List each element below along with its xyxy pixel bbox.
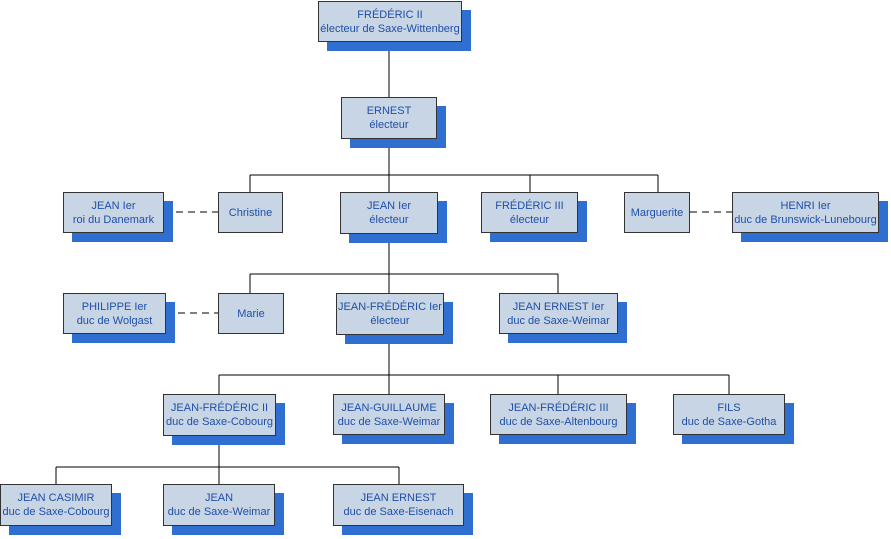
- node-jean-weimar-name: JEAN: [204, 492, 234, 504]
- node-jean-frederic1: JEAN-FRÉDÉRIC Ier électeur: [336, 293, 444, 335]
- node-marie-name: Marie: [237, 307, 265, 320]
- node-henri1-name: HENRI Ier: [780, 199, 831, 212]
- node-jean-frederic3: JEAN-FRÉDÉRIC III duc de Saxe-Altenbourg: [490, 394, 627, 435]
- node-frederic2-title: électeur de Saxe-Wittenberg: [320, 22, 460, 35]
- node-jean-guillaume: JEAN-GUILLAUME duc de Saxe-Weimar: [333, 394, 445, 435]
- node-jean-casimir-title: duc de Saxe-Cobourg: [2, 506, 110, 518]
- node-jean1-electeur-name: JEAN Ier: [366, 200, 411, 212]
- node-christine-name: Christine: [228, 206, 273, 219]
- node-philippe1-name: PHILIPPE Ier: [81, 300, 148, 313]
- node-ernest-title: électeur: [369, 119, 409, 131]
- node-jean-guillaume-name: JEAN-GUILLAUME: [341, 401, 437, 414]
- node-frederic2: FRÉDÉRIC II électeur de Saxe-Wittenberg: [318, 1, 462, 42]
- node-frederic3: FRÉDÉRIC III électeur: [481, 192, 578, 233]
- node-marie: Marie: [218, 293, 284, 334]
- node-jean-frederic2-title: duc de Saxe-Cobourg: [166, 416, 274, 428]
- node-marguerite-name: Marguerite: [630, 206, 684, 219]
- node-jean-weimar: JEAN duc de Saxe-Weimar: [163, 484, 275, 526]
- node-jean-frederic2: JEAN-FRÉDÉRIC II duc de Saxe-Cobourg: [163, 394, 276, 436]
- node-jean-frederic2-name: JEAN-FRÉDÉRIC II: [170, 402, 269, 414]
- node-jean-frederic1-title: électeur: [370, 315, 410, 327]
- node-jean-frederic1-name: JEAN-FRÉDÉRIC Ier: [338, 301, 442, 313]
- node-henri1: HENRI Ier duc de Brunswick-Lunebourg: [732, 192, 879, 233]
- node-christine: Christine: [218, 192, 283, 233]
- node-ernest: ERNEST électeur: [341, 97, 437, 139]
- node-fils-name: FILS: [717, 401, 741, 414]
- node-jean1-danemark-name: JEAN Ier: [91, 199, 136, 212]
- node-jean-frederic3-title: duc de Saxe-Altenbourg: [499, 415, 618, 428]
- node-jean1-electeur-title: électeur: [369, 214, 409, 226]
- node-fils: FILS duc de Saxe-Gotha: [673, 394, 785, 435]
- node-frederic3-name: FRÉDÉRIC III: [495, 199, 564, 212]
- node-jean-ernest-eisenach-title: duc de Saxe-Eisenach: [343, 506, 454, 518]
- node-jean-ernest1: JEAN ERNEST Ier duc de Saxe-Weimar: [499, 293, 618, 334]
- node-jean-frederic3-name: JEAN-FRÉDÉRIC III: [508, 401, 609, 414]
- node-jean-ernest-eisenach: JEAN ERNEST duc de Saxe-Eisenach: [333, 484, 464, 526]
- node-jean-casimir: JEAN CASIMIR duc de Saxe-Cobourg: [0, 484, 112, 526]
- node-philippe1: PHILIPPE Ier duc de Wolgast: [63, 293, 166, 334]
- node-jean-casimir-name: JEAN CASIMIR: [17, 492, 95, 504]
- node-jean-ernest1-name: JEAN ERNEST Ier: [512, 300, 605, 313]
- node-frederic3-title: électeur: [509, 213, 550, 226]
- node-jean1-electeur: JEAN Ier électeur: [340, 192, 438, 234]
- node-jean1-danemark: JEAN Ier roi du Danemark: [63, 192, 164, 233]
- node-jean-ernest1-title: duc de Saxe-Weimar: [507, 314, 610, 327]
- node-henri1-title: duc de Brunswick-Lunebourg: [734, 213, 877, 226]
- node-frederic2-name: FRÉDÉRIC II: [357, 8, 423, 21]
- node-jean-guillaume-title: duc de Saxe-Weimar: [337, 415, 441, 428]
- node-jean1-danemark-title: roi du Danemark: [72, 213, 155, 226]
- node-ernest-name: ERNEST: [366, 105, 412, 117]
- node-jean-weimar-title: duc de Saxe-Weimar: [167, 506, 271, 518]
- node-fils-title: duc de Saxe-Gotha: [681, 415, 777, 428]
- node-jean-ernest-eisenach-name: JEAN ERNEST: [360, 492, 437, 504]
- node-philippe1-title: duc de Wolgast: [76, 314, 153, 327]
- node-marguerite: Marguerite: [624, 192, 690, 233]
